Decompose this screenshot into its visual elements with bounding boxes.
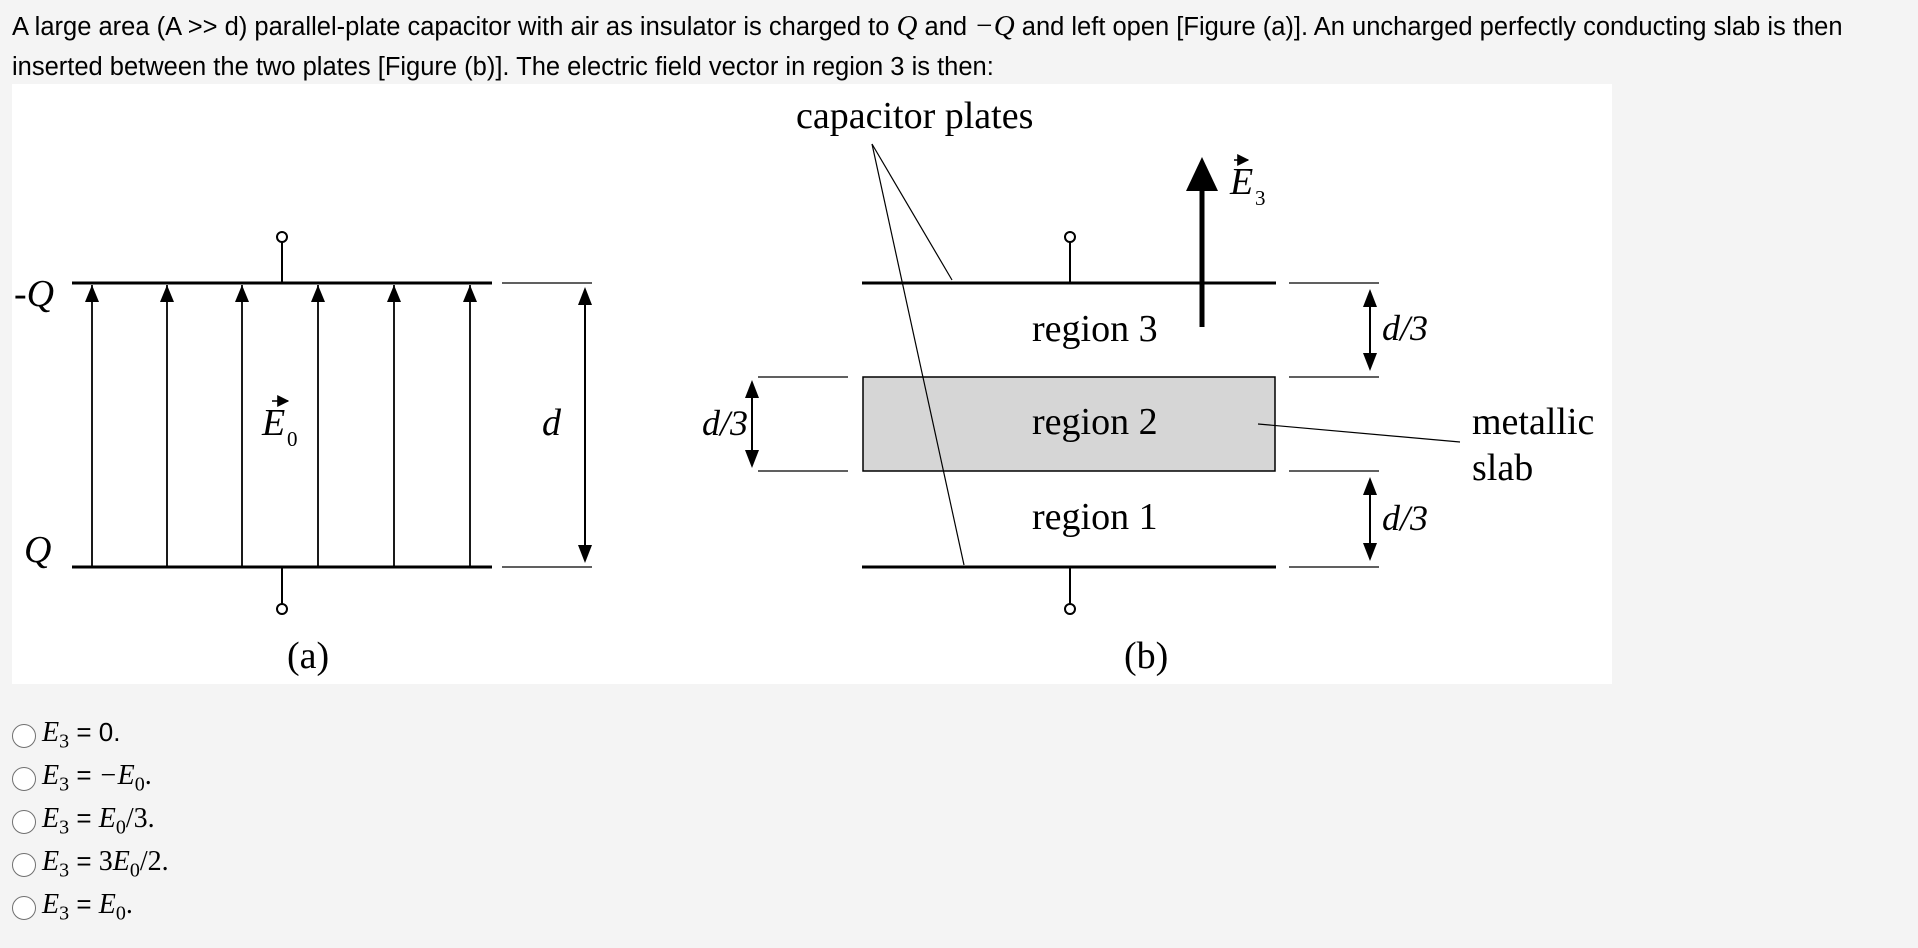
region-3-label: region 3 [1032, 308, 1158, 350]
question-text: A large area (A >> d) parallel-plate cap… [12, 6, 1907, 87]
option-e3-e0-over-3[interactable]: E3 = E0/3. [12, 800, 169, 843]
dim-label-bottom: d/3 [1382, 498, 1428, 538]
option-label: E3 = 3E0/2. [42, 846, 169, 882]
callout-line-bottom [871, 143, 965, 566]
caption-b: (b) [1124, 635, 1168, 677]
terminal-node-bottom-b [1064, 603, 1076, 615]
radio-button[interactable] [12, 852, 36, 877]
field-label-e3: E [1229, 161, 1253, 203]
field-lines-a [91, 285, 471, 567]
figure-a [72, 231, 592, 615]
e3-arrowhead [1186, 157, 1218, 191]
top-charge-label: -Q [14, 273, 54, 315]
dim-label-left: d/3 [702, 403, 748, 443]
radio-button[interactable] [12, 723, 36, 748]
region-2-label: region 2 [1032, 401, 1158, 443]
region-1-label: region 1 [1032, 496, 1158, 538]
field-arrowheads-a [85, 285, 477, 302]
bottom-charge-label: Q [24, 529, 51, 571]
gap-label-d: d [542, 402, 562, 444]
metallic-slab [862, 376, 1276, 472]
option-label: E3 = 0. [42, 717, 121, 753]
capacitor-plates-label: capacitor plates [796, 95, 1033, 137]
dim-label-top: d/3 [1382, 308, 1428, 348]
radio-button[interactable] [12, 766, 36, 791]
option-label: E3 = −E0. [42, 760, 152, 796]
option-e3-neg-e0[interactable]: E3 = −E0. [12, 757, 169, 800]
question-part-3: and left open [Figure (a)]. An uncharged… [12, 13, 1843, 81]
option-label: E3 = E0/3. [42, 803, 155, 839]
field-sub-e3: 3 [1255, 186, 1266, 210]
callout-line-top [871, 143, 953, 281]
terminal-node-top-b [1064, 231, 1076, 243]
slab-label-line-2: slab [1472, 447, 1533, 489]
option-e3-e0[interactable]: E3 = E0. [12, 886, 169, 929]
question-part-2: and [917, 13, 975, 41]
charge-q: Q [896, 10, 918, 42]
slab-label-line-1: metallic [1472, 401, 1594, 443]
option-label: E3 = E0. [42, 889, 133, 925]
field-label-e0: E [261, 402, 285, 444]
terminal-node-bottom-a [276, 603, 288, 615]
figure-b [745, 143, 1461, 615]
field-sub-e0: 0 [287, 427, 298, 451]
caption-a: (a) [287, 635, 329, 677]
answer-options: E3 = 0. E3 = −E0. E3 = E0/3. E3 = 3E0/2.… [12, 714, 169, 929]
capacitor-figure: -Q Q E 0 d (a) [12, 84, 1612, 684]
slab-callout-line [1257, 423, 1461, 443]
charge-neg-q: −Q [974, 10, 1015, 42]
radio-button[interactable] [12, 809, 36, 834]
question-part-1: A large area (A >> d) parallel-plate cap… [12, 13, 897, 41]
terminal-node-top-a [276, 231, 288, 243]
capacitor-diagram: -Q Q E 0 d (a) [14, 95, 1594, 677]
option-e3-zero[interactable]: E3 = 0. [12, 714, 169, 757]
option-e3-3e0-over-2[interactable]: E3 = 3E0/2. [12, 843, 169, 886]
radio-button[interactable] [12, 895, 36, 920]
